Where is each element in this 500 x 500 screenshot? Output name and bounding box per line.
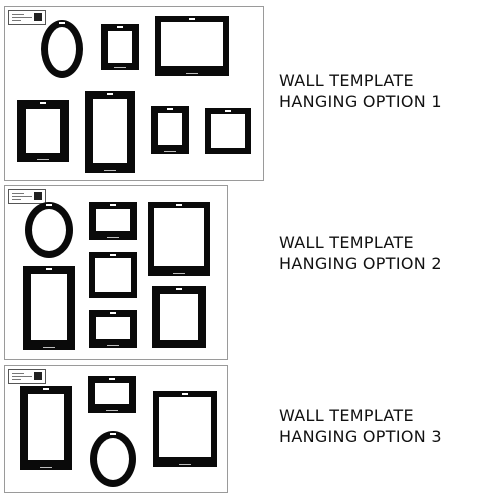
- template-panel-option-2: [4, 185, 228, 360]
- landscape-frame: [205, 108, 251, 154]
- tall-portrait-frame: [23, 266, 75, 350]
- caption-line-1: WALL TEMPLATE: [279, 233, 414, 252]
- small-landscape-frame-middle: [89, 252, 137, 298]
- oval-frame: [41, 20, 83, 78]
- large-portrait-frame: [148, 202, 210, 276]
- small-landscape-frame: [88, 376, 136, 413]
- caption-line-2: HANGING OPTION 3: [279, 427, 442, 446]
- caption-line-2: HANGING OPTION 2: [279, 254, 442, 273]
- caption-option-2: WALL TEMPLATE HANGING OPTION 2: [279, 232, 442, 274]
- large-portrait-frame: [153, 391, 217, 467]
- caption-line-2: HANGING OPTION 1: [279, 92, 442, 111]
- tall-portrait-frame: [85, 91, 135, 173]
- square-frame: [17, 100, 69, 162]
- oval-frame: [25, 202, 73, 258]
- brand-logo: [8, 369, 46, 384]
- brand-logo: [8, 189, 46, 204]
- template-panel-option-1: [4, 6, 264, 181]
- caption-line-1: WALL TEMPLATE: [279, 71, 414, 90]
- small-portrait-frame: [101, 24, 139, 70]
- caption-option-1: WALL TEMPLATE HANGING OPTION 1: [279, 70, 442, 112]
- brand-logo: [8, 10, 46, 25]
- tall-portrait-frame: [20, 386, 72, 470]
- large-landscape-frame: [155, 16, 229, 76]
- oval-frame: [90, 431, 136, 487]
- caption-option-3: WALL TEMPLATE HANGING OPTION 3: [279, 405, 442, 447]
- caption-line-1: WALL TEMPLATE: [279, 406, 414, 425]
- template-panel-option-3: [4, 365, 228, 493]
- small-frame: [151, 106, 189, 154]
- small-landscape-frame-top: [89, 202, 137, 240]
- square-frame: [152, 286, 206, 348]
- small-landscape-frame-bottom: [89, 310, 137, 348]
